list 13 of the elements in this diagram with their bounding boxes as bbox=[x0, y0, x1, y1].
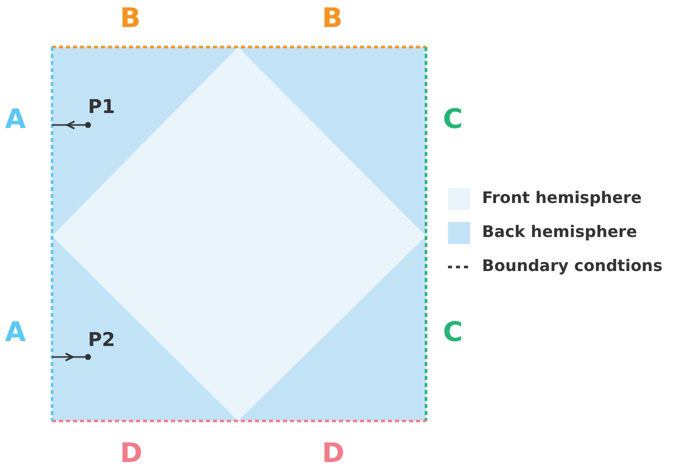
legend-label: Front hemisphere bbox=[482, 190, 642, 206]
boundary-letter: A bbox=[5, 319, 26, 346]
point-label: P1 bbox=[88, 98, 116, 117]
legend-label: Boundary condtions bbox=[482, 258, 662, 274]
boundary-letter: C bbox=[443, 319, 463, 346]
boundary-letter: D bbox=[322, 440, 344, 467]
boundary-letter: D bbox=[120, 440, 142, 467]
boundary-letter: C bbox=[443, 106, 463, 133]
boundary-letter: B bbox=[322, 5, 343, 32]
boundary-letter: B bbox=[120, 5, 141, 32]
boundary-letter: A bbox=[5, 106, 26, 133]
legend-label: Back hemisphere bbox=[482, 224, 638, 240]
point-label: P2 bbox=[88, 331, 116, 350]
